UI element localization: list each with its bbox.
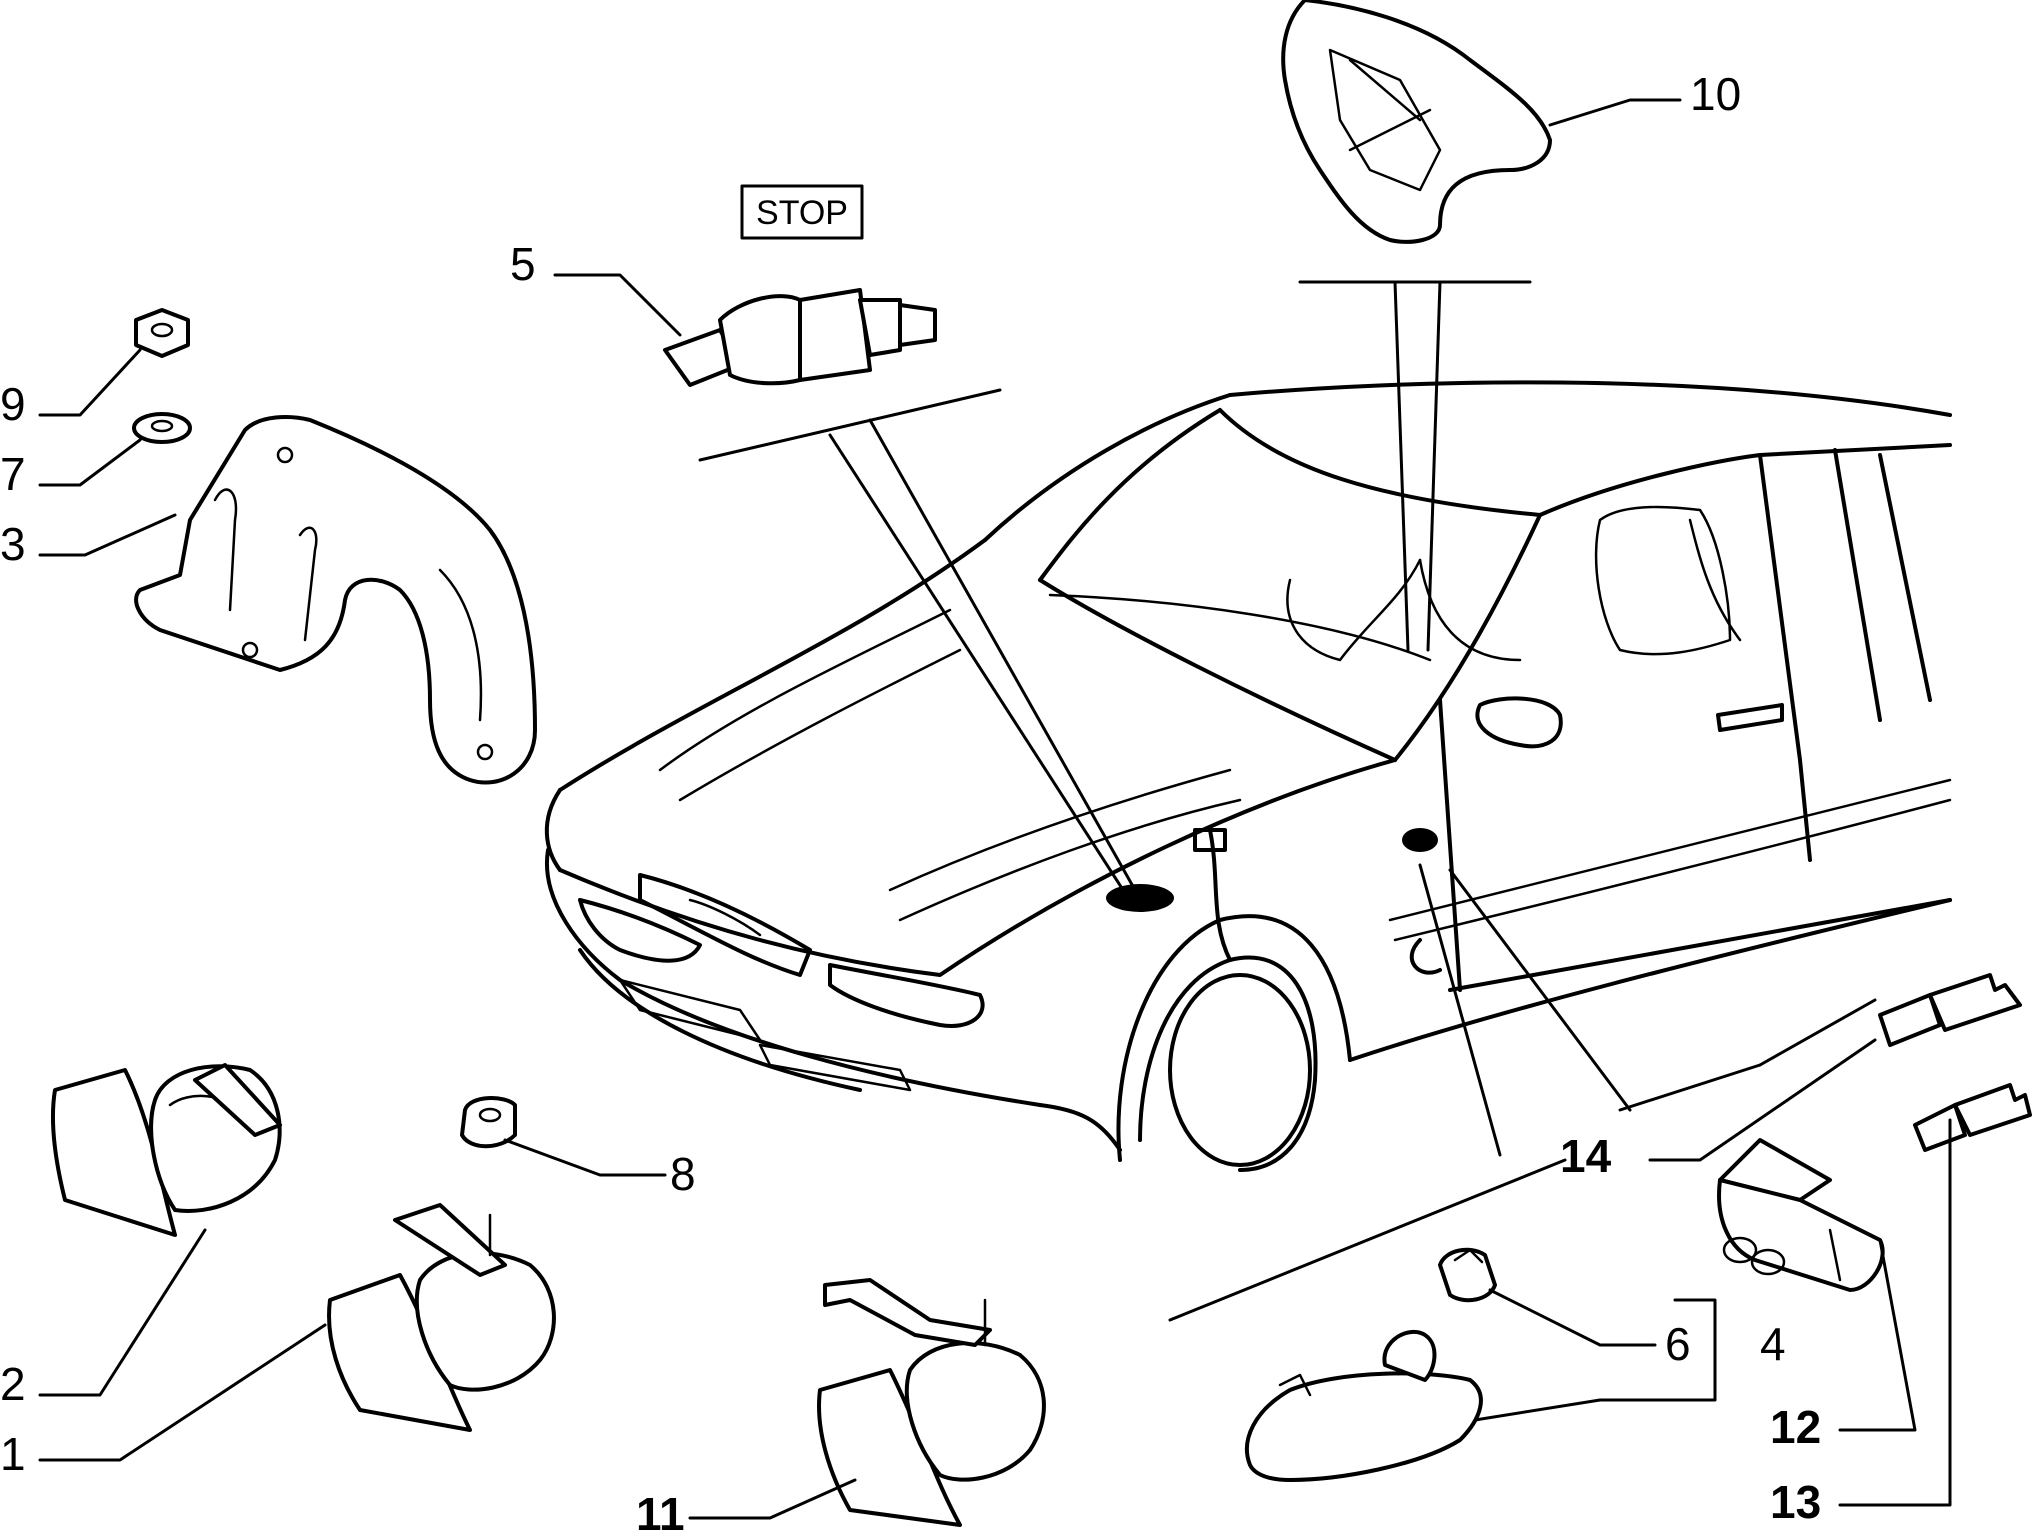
stop-sign-text: STOP [756,194,848,232]
label-part-5: 5 [510,238,536,290]
label-part-3: 3 [0,518,26,570]
label-part-7: 7 [0,448,26,500]
part-2-horn [51,1063,282,1237]
label-part-4: 4 [1760,1318,1786,1370]
label-part-1: 1 [0,1428,26,1480]
part-5-stop-switch [663,288,937,387]
part-3-bracket [134,415,537,785]
label-part-13: 13 [1770,1476,1821,1528]
part-13-terminal [1913,1083,2032,1152]
label-part-6: 6 [1665,1318,1691,1370]
label-part-9: 9 [0,378,26,430]
part-1-horn [327,1203,556,1432]
label-part-2: 2 [0,1358,26,1410]
label-part-11: 11 [636,1488,685,1534]
label-part-8: 8 [670,1148,696,1200]
part-10-horn-pad [1281,0,1552,244]
label-part-10: 10 [1690,68,1741,120]
part-4-side-repeater [1244,1329,1483,1482]
part-6-bulb [1438,1247,1497,1303]
part-14-terminal [1878,973,2022,1047]
stop-sign: STOP [740,184,864,240]
label-part-14: 14 [1560,1130,1612,1182]
part-8-nut [460,1096,517,1149]
leader-lines [38,98,1952,1520]
part-7-washer [132,412,192,444]
part-labels: 9 7 3 5 10 8 2 1 11 6 4 14 12 13 [0,68,1821,1534]
part-12-connector [1717,1138,1885,1292]
part-11-horn [817,1278,1046,1527]
label-part-12: 12 [1770,1401,1821,1453]
part-9-nut [134,308,190,358]
car-illustration [544,380,1952,1172]
